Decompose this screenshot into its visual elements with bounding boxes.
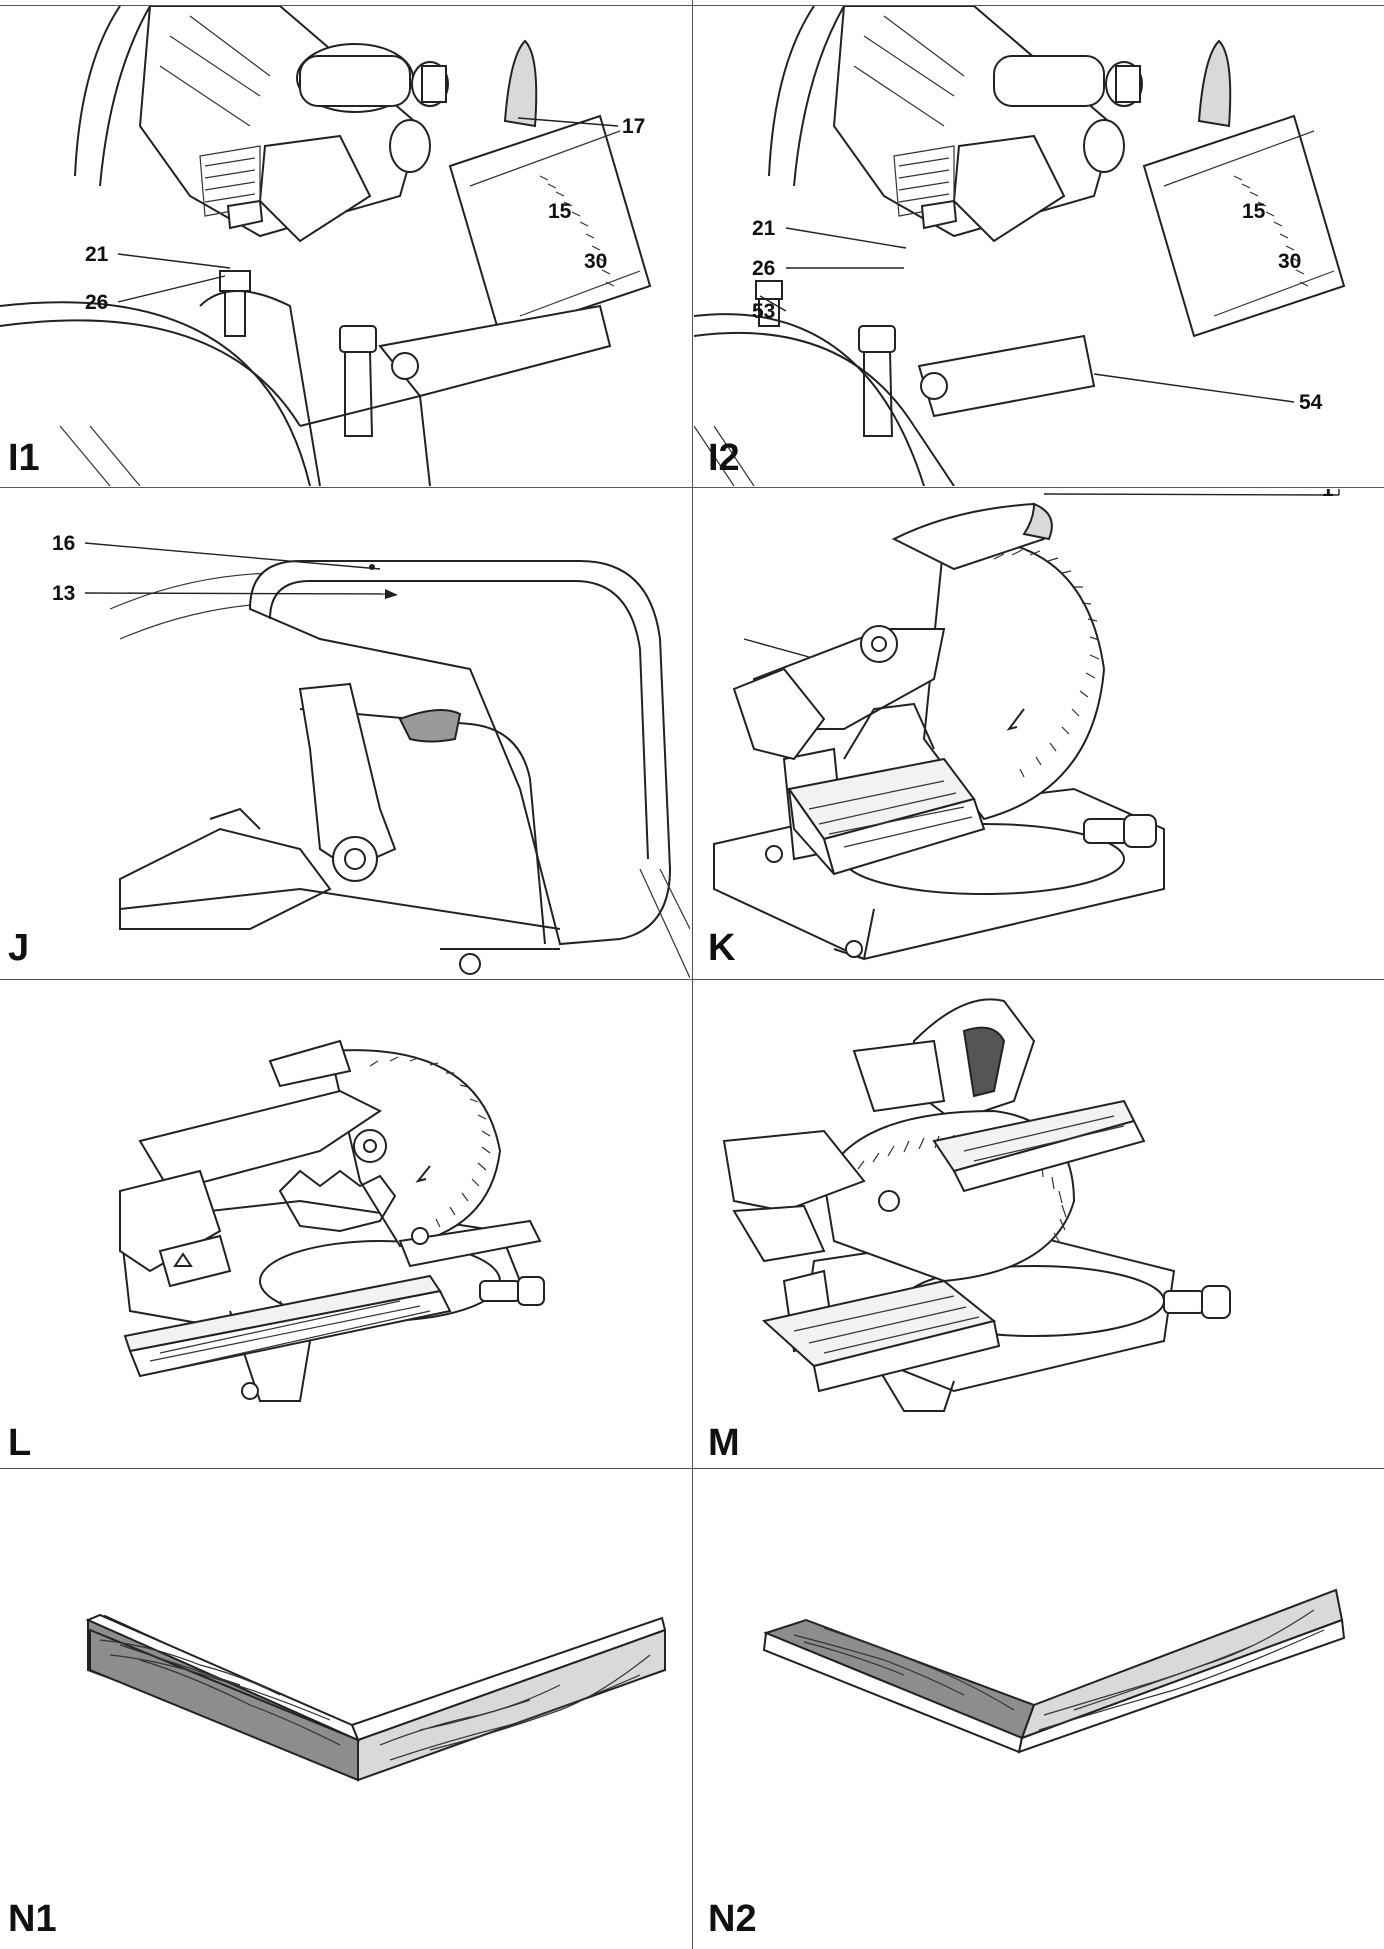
panel-j: 16 13 J — [0, 489, 690, 978]
panel-k: 1 7 K — [694, 489, 1384, 978]
callout-13: 13 — [52, 582, 75, 605]
saw-compound-view — [722, 998, 1231, 1412]
panel-l: L — [0, 981, 690, 1467]
miter-joint-n1 — [85, 1613, 667, 1782]
callout-1: 1 — [1322, 489, 1334, 501]
miter-bevel-detail-i1: 15 30 17 21 — [0, 6, 652, 486]
callout-21: 21 — [85, 243, 109, 266]
callout-26-i2: 26 — [752, 257, 775, 280]
saw-crosscut-view: 1 7 — [713, 489, 1340, 961]
callout-26: 26 — [85, 291, 108, 314]
scale-30: 30 — [584, 250, 607, 273]
panel-label-n2: N2 — [708, 1898, 757, 1940]
panel-n2: N2 — [694, 1470, 1384, 1949]
panel-label-i2: I2 — [708, 437, 740, 479]
handle-trigger-detail: 16 13 — [52, 532, 690, 978]
grain-right-n2 — [1038, 1609, 1325, 1731]
grain-left — [99, 1639, 341, 1746]
callout-53-i2: 53 — [752, 300, 775, 323]
scale-ticks-i2 — [1233, 175, 1309, 287]
callout-54-i2: 54 — [1299, 391, 1323, 414]
panel-m: M — [694, 981, 1384, 1467]
panel-label-j: J — [8, 927, 30, 969]
panel-label-l: L — [8, 1422, 32, 1464]
callout-21-i2: 21 — [752, 217, 776, 240]
scale-15: 15 — [548, 200, 572, 223]
grain-right — [379, 1654, 651, 1761]
grain-left-n2 — [793, 1627, 1015, 1711]
panel-label-m: M — [708, 1422, 740, 1464]
panel-i2: 15 30 21 26 53 5 — [694, 6, 1384, 486]
panel-n1: N1 — [0, 1470, 690, 1949]
divider-center — [692, 0, 693, 1949]
panel-i1: 15 30 17 21 — [0, 6, 690, 486]
panel-label-k: K — [708, 927, 736, 969]
bevel-joint-n2 — [762, 1588, 1346, 1754]
callout-17: 17 — [622, 115, 645, 138]
miter-bevel-detail-i2: 15 30 21 26 53 5 — [694, 6, 1346, 486]
panel-label-n1: N1 — [8, 1898, 57, 1940]
scale-ticks — [539, 175, 615, 287]
callout-16: 16 — [52, 532, 75, 555]
guard-slots — [993, 549, 1100, 778]
panel-label-i1: I1 — [8, 437, 40, 479]
scale-30-i2: 30 — [1278, 250, 1301, 273]
scale-15-i2: 15 — [1242, 200, 1266, 223]
saw-bevel-view — [118, 1039, 545, 1402]
